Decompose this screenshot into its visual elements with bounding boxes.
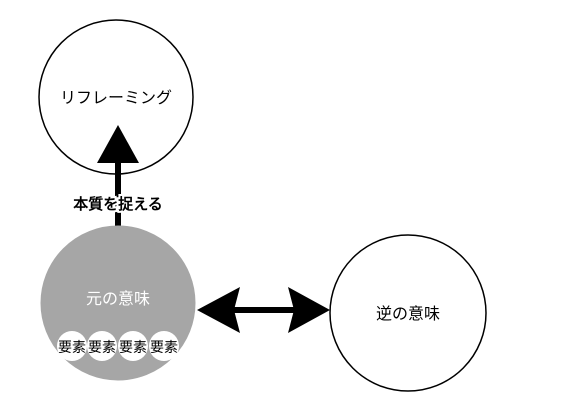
up-arrow <box>97 125 139 236</box>
element-circle <box>118 331 148 361</box>
original-meaning-node: 元の意味 要素 要素 要素 要素 <box>40 225 196 381</box>
element-label: 要素 <box>58 340 86 356</box>
reverse-meaning-circle <box>329 234 487 392</box>
reverse-meaning-label: 逆の意味 <box>376 304 440 323</box>
reframing-label: リフレーミング <box>60 88 172 107</box>
bidirectional-arrow <box>197 287 330 333</box>
element-group: 要素 要素 要素 要素 <box>57 331 179 361</box>
original-meaning-label: 元の意味 <box>86 289 150 308</box>
reverse-meaning-node: 逆の意味 <box>329 234 487 392</box>
element-circle <box>87 331 117 361</box>
element-label: 要素 <box>88 340 116 356</box>
element-circle <box>57 331 87 361</box>
up-arrow-label: 本質を捉える <box>73 195 163 213</box>
element-label: 要素 <box>150 340 178 356</box>
up-arrow-head <box>97 125 139 163</box>
bidirectional-arrow-head-left <box>197 287 240 333</box>
bidirectional-arrow-head-right <box>288 287 330 333</box>
element-label: 要素 <box>119 340 147 356</box>
reframing-node: リフレーミング <box>38 19 194 175</box>
element-circle <box>149 331 179 361</box>
